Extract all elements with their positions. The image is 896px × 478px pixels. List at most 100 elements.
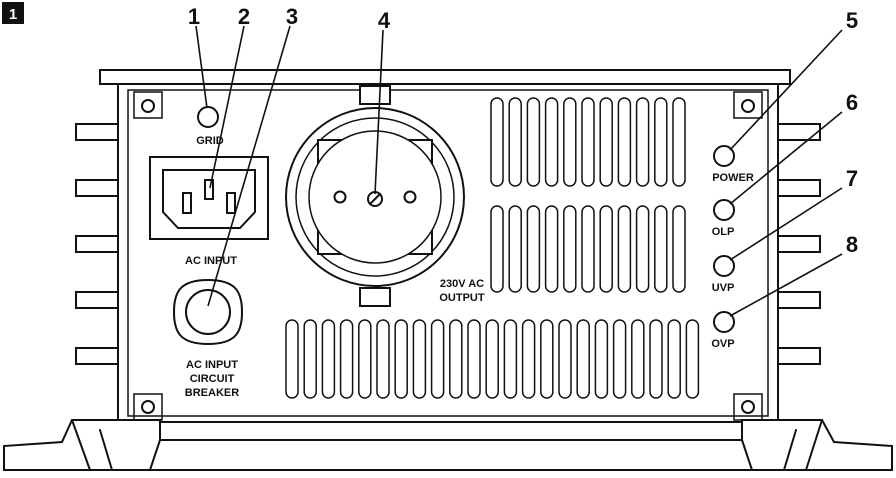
ac-input-pin-right — [226, 192, 236, 214]
leader-line-7 — [729, 187, 843, 261]
uvp-label: UVP — [712, 282, 735, 294]
uvp-led — [713, 255, 735, 277]
vent-slot — [467, 319, 481, 399]
vent-slot — [449, 319, 463, 399]
vent-slot — [685, 319, 700, 399]
output-socket-pin-hole-left — [333, 190, 347, 204]
output-socket-bottom-clip — [359, 287, 391, 307]
grid-label: GRID — [196, 135, 224, 147]
heat-sink-fin-left — [75, 347, 121, 365]
figure-badge — [2, 2, 24, 24]
leader-line-2 — [209, 25, 245, 189]
vent-slot — [321, 319, 336, 399]
leader-line-3 — [207, 25, 291, 307]
vent-slot — [376, 319, 390, 399]
leader-line-5 — [729, 29, 843, 151]
ovp-label: OVP — [711, 338, 734, 350]
vent-slot — [581, 205, 595, 293]
heat-sink-fin-right — [775, 123, 821, 141]
vent-slot — [544, 205, 559, 293]
heat-sink-fin-right — [775, 291, 821, 309]
callout-number-3: 3 — [286, 4, 298, 29]
ac-input-socket — [149, 156, 269, 240]
heat-sink-fin-left — [75, 179, 121, 197]
callout-number-4: 4 — [378, 8, 391, 33]
vent-slot — [635, 97, 650, 187]
ventilation-slots — [285, 97, 700, 399]
vent-slot — [576, 319, 590, 399]
vent-slot — [654, 97, 668, 187]
breaker-label-line3: BREAKER — [185, 387, 239, 399]
power-label: POWER — [712, 172, 754, 184]
ac-input-pin-earth — [204, 179, 214, 200]
vent-slot — [635, 205, 650, 293]
leader-line-4 — [374, 29, 384, 195]
vent-slot — [540, 319, 554, 399]
vent-slot — [617, 205, 632, 293]
vent-slot — [631, 319, 645, 399]
ac-output-socket — [285, 85, 465, 307]
right-foot-detail — [741, 419, 823, 471]
vent-slot — [672, 97, 686, 187]
output-label-line2: OUTPUT — [439, 292, 485, 304]
vent-slot — [526, 205, 541, 293]
ac-input-pin-left — [182, 192, 192, 214]
breaker-label-line1: AC INPUT — [186, 359, 238, 371]
vent-slot — [617, 97, 632, 187]
vent-slot — [490, 97, 504, 187]
heat-sink-fin-right — [775, 235, 821, 253]
vent-slot — [490, 205, 504, 293]
power-led — [713, 145, 735, 167]
heat-sink-fin-left — [75, 235, 121, 253]
heat-sink-fin-left — [75, 123, 121, 141]
left-foot-detail — [71, 419, 161, 471]
ac-input-circuit-breaker — [172, 278, 244, 346]
vent-slot — [526, 97, 541, 187]
ovp-led — [713, 311, 735, 333]
leader-line-8 — [729, 253, 843, 317]
vent-slot — [339, 319, 354, 399]
vent-slot — [285, 319, 299, 399]
vent-slot — [430, 319, 445, 399]
corner-screw-bottom-right — [733, 393, 763, 421]
ac-input-label: AC INPUT — [185, 255, 237, 267]
vent-slot — [508, 205, 522, 293]
vent-slot — [599, 97, 613, 187]
callout-number-5: 5 — [846, 8, 858, 33]
breaker-label-line2: CIRCUIT — [190, 373, 235, 385]
callout-number-6: 6 — [846, 90, 858, 115]
vent-slot — [612, 319, 627, 399]
vent-slot — [649, 319, 663, 399]
callout-number-2: 2 — [238, 4, 250, 29]
housing-base — [3, 419, 893, 471]
leader-line-6 — [729, 111, 843, 205]
callout-number-8: 8 — [846, 232, 858, 257]
vent-slot — [599, 205, 613, 293]
vent-slot — [412, 319, 427, 399]
vent-slot — [672, 205, 686, 293]
vent-slot — [667, 319, 681, 399]
output-socket-pin-hole-right — [403, 190, 417, 204]
vent-slot — [521, 319, 536, 399]
vent-slot — [558, 319, 572, 399]
vent-slot — [394, 319, 408, 399]
grid-led — [197, 106, 219, 128]
heat-sink-fin-right — [775, 347, 821, 365]
vent-slot — [563, 97, 577, 187]
vent-slot — [358, 319, 372, 399]
corner-screw-top-left — [133, 91, 163, 119]
heat-sink-fin-right — [775, 179, 821, 197]
vent-slot — [485, 319, 499, 399]
vent-slot — [654, 205, 668, 293]
vent-slot — [503, 319, 518, 399]
vent-slot — [563, 205, 577, 293]
olp-led — [713, 199, 735, 221]
output-socket-top-clip — [359, 85, 391, 105]
output-label-line1: 230V AC — [440, 278, 484, 290]
vent-slot — [303, 319, 317, 399]
heat-sink-fin-left — [75, 291, 121, 309]
housing-inner-edge — [127, 89, 769, 417]
figure-badge-number: 1 — [9, 6, 17, 23]
